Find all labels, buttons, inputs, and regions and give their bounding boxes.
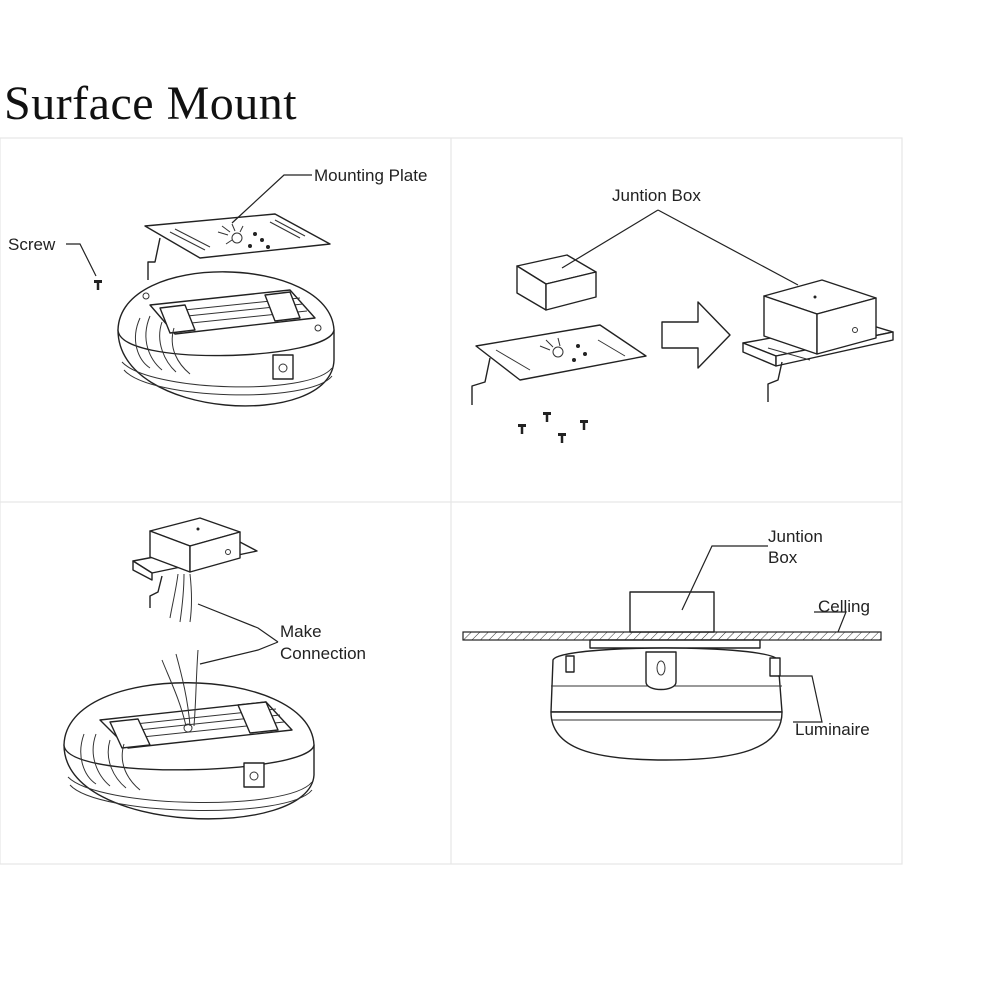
junction-box-installed bbox=[629, 591, 715, 633]
label-junction: Juntion bbox=[768, 527, 823, 546]
luminaire-installed bbox=[550, 647, 783, 761]
label-box: Box bbox=[768, 548, 798, 567]
luminaire-step-3 bbox=[63, 682, 315, 820]
arrow-right-icon bbox=[661, 301, 731, 369]
label-mounting-plate: Mounting Plate bbox=[314, 166, 427, 185]
ceiling bbox=[462, 631, 882, 641]
label-screw: Screw bbox=[8, 235, 56, 254]
panel-step-2: Juntion Box bbox=[471, 186, 894, 443]
panel-grid bbox=[0, 137, 903, 865]
mounting-plate bbox=[144, 213, 331, 280]
label-connection: Connection bbox=[280, 644, 366, 663]
junction-box-step-3 bbox=[132, 517, 258, 608]
label-make: Make bbox=[280, 622, 322, 641]
screws-icon bbox=[518, 412, 588, 443]
panel-step-4: Juntion Box Celling Luminaire bbox=[462, 527, 882, 761]
label-luminaire: Luminaire bbox=[795, 720, 870, 739]
page-title: Surface Mount bbox=[4, 77, 298, 130]
mounting-plate-step-2 bbox=[471, 324, 647, 405]
junction-box-small bbox=[516, 254, 597, 311]
label-ceiling: Celling bbox=[818, 597, 870, 616]
junction-box-assembled bbox=[742, 279, 894, 402]
label-junction-box: Juntion Box bbox=[612, 186, 701, 205]
luminaire bbox=[117, 271, 335, 407]
panel-step-1: Mounting Plate Screw bbox=[8, 166, 427, 407]
panel-step-3: Make Connection bbox=[63, 517, 366, 820]
screw-icon bbox=[94, 280, 102, 290]
